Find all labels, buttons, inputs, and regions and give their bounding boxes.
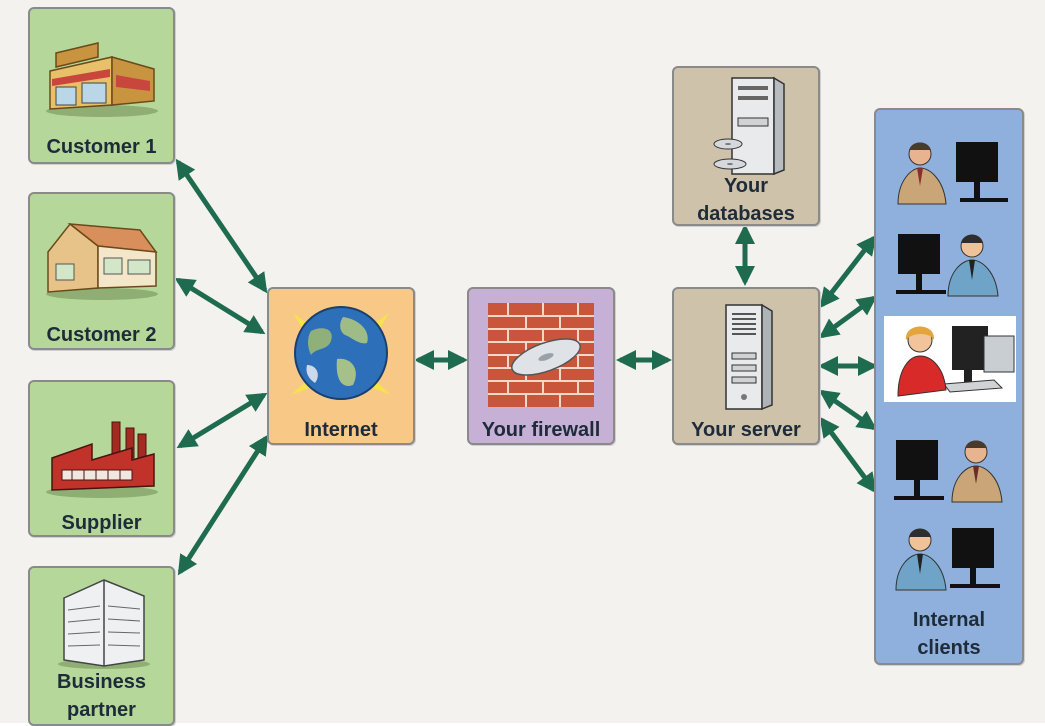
customer2-node: Customer 2 <box>28 192 175 350</box>
firewall-label: Your firewall <box>481 419 601 441</box>
customer2-label: Customer 2 <box>46 324 157 346</box>
databases-label-line1: Your <box>723 175 769 197</box>
internet-node: Internet <box>267 287 415 445</box>
supplier-node: Supplier <box>28 380 175 537</box>
office-building-icon <box>58 579 150 669</box>
internet-label: Internet <box>304 419 378 441</box>
store-building-icon <box>46 42 158 117</box>
client-workstation-icon <box>894 440 1003 503</box>
clients-label-line1: Internal <box>912 609 986 631</box>
arrow-customer2-internet <box>174 277 266 335</box>
partner-label-line1: Business <box>57 671 146 693</box>
partner-label-line2: partner <box>67 699 136 721</box>
factory-icon <box>46 421 158 498</box>
internal-clients-node: Internal clients <box>874 108 1024 665</box>
arrow-server-client4 <box>818 389 878 431</box>
server-tower-icon <box>725 303 773 411</box>
house-building-icon <box>46 222 158 300</box>
firewall-node: Your firewall <box>467 287 615 445</box>
arrow-server-client5 <box>819 416 877 494</box>
customer1-node: Customer 1 <box>28 7 175 164</box>
databases-label-line2: databases <box>697 203 795 225</box>
arrow-customer1-internet <box>175 158 268 294</box>
client-workstation-icon <box>895 528 1000 591</box>
client-workstation-icon <box>897 142 1008 205</box>
brick-wall-firewall-icon <box>488 303 594 407</box>
arrow-server-client1 <box>819 234 877 309</box>
supplier-label: Supplier <box>61 512 142 534</box>
partner-node: Business partner <box>28 566 175 726</box>
database-server-icon <box>713 76 785 176</box>
client-workstation-icon <box>896 234 999 297</box>
arrow-server-client2 <box>818 295 878 339</box>
databases-node: Your databases <box>672 66 820 226</box>
globe-icon <box>291 306 391 400</box>
arrow-supplier-internet <box>176 392 268 449</box>
server-node: Your server <box>672 287 820 445</box>
clients-label-line2: clients <box>917 637 981 659</box>
server-label: Your server <box>691 419 801 441</box>
customer1-label: Customer 1 <box>46 136 157 158</box>
arrow-partner-internet <box>177 434 269 576</box>
client-workstation-icon <box>884 316 1016 402</box>
